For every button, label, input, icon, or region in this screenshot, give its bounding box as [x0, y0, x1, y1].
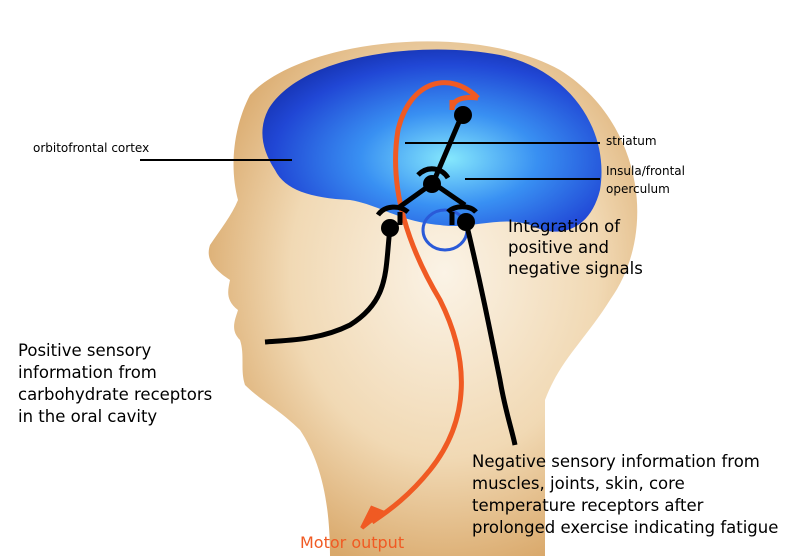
integration-line: negative signals [508, 259, 643, 278]
label-negative-sensory: Negative sensory information from muscle… [472, 451, 778, 539]
label-insula: Insula/frontal operculum [606, 162, 685, 198]
positive-line: Positive sensory [18, 341, 152, 360]
positive-line: carbohydrate receptors [18, 385, 213, 404]
positive-line: information from [18, 363, 157, 382]
label-insula-line1: Insula/frontal [606, 164, 685, 178]
negative-line: prolonged exercise indicating fatigue [472, 518, 779, 537]
integration-line: Integration of [508, 217, 621, 236]
neuron-network [264, 114, 518, 446]
label-integration: Integration of positive and negative sig… [508, 216, 643, 279]
label-striatum: striatum [606, 134, 657, 148]
negative-line: Negative sensory information from [472, 452, 760, 471]
integration-line: positive and [508, 238, 610, 257]
motor-synapse [449, 95, 479, 111]
motor-pathway [370, 80, 480, 525]
motor-arrowhead [360, 505, 386, 530]
negative-line: temperature receptors after [472, 496, 704, 515]
negative-line: muscles, joints, skin, core [472, 474, 685, 493]
label-positive-sensory: Positive sensory information from carboh… [18, 340, 212, 428]
label-orbitofrontal-cortex: orbitofrontal cortex [33, 141, 150, 155]
brain [262, 49, 602, 232]
positive-line: in the oral cavity [18, 407, 158, 426]
label-insula-line2: operculum [606, 182, 670, 196]
neuron-nodes [381, 106, 475, 237]
label-motor-output: Motor output [300, 533, 405, 552]
